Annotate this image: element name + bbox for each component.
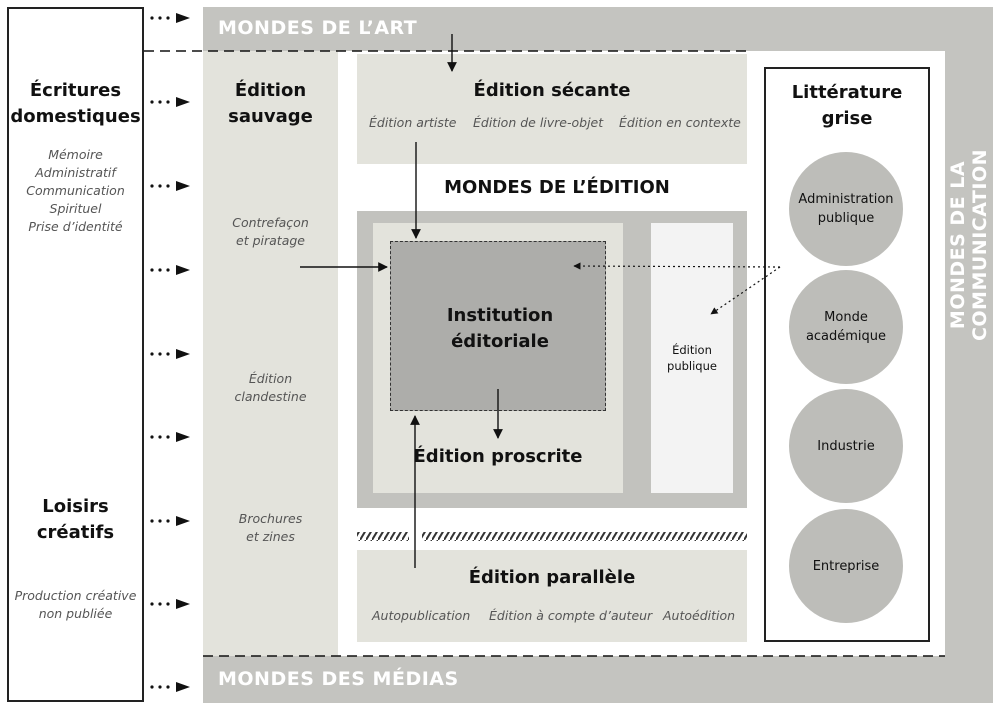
publique-label: Édition publique xyxy=(667,343,717,373)
grise-title-text: Littérature grise xyxy=(791,82,903,129)
dotted-arrow-9 xyxy=(150,682,190,692)
sauvage-title: Édition sauvage xyxy=(213,78,328,130)
parallele-item-autoedition: Autoédition xyxy=(663,608,736,623)
parallele-title: Édition parallèle xyxy=(468,567,636,588)
publique-panel xyxy=(651,223,733,493)
domestic-item: Communication xyxy=(26,183,125,198)
art-band-label: MONDES DE L’ART xyxy=(218,17,418,39)
medias-band-label: MONDES DES MÉDIAS xyxy=(218,668,459,690)
hatched-barrier-left xyxy=(357,532,409,541)
sauvage-item-line: Brochures xyxy=(238,511,303,526)
art-band xyxy=(203,7,993,51)
institution-box xyxy=(390,241,606,411)
sauvage-item-clandestine: Édition clandestine xyxy=(203,370,338,406)
secante-item-artiste: Édition artiste xyxy=(369,115,457,130)
loisirs-title: Loisirs créatifs xyxy=(7,494,144,546)
dotted-arrow-3 xyxy=(150,181,190,191)
sauvage-item-line: et piratage xyxy=(236,233,305,248)
grise-circle-label: Administration publique xyxy=(798,192,894,226)
loisirs-item: Production créative xyxy=(14,588,137,603)
dotted-arrow-7 xyxy=(150,516,190,526)
parallele-item-autopublication: Autopublication xyxy=(372,608,471,623)
domestic-item: Mémoire xyxy=(48,147,103,162)
dotted-arrow-6 xyxy=(150,432,190,442)
sauvage-panel xyxy=(203,51,338,656)
sauvage-item-line: Édition xyxy=(248,371,293,386)
domestic-items: Mémoire Administratif Communication Spir… xyxy=(7,146,144,236)
domestic-item: Spirituel xyxy=(49,201,102,216)
left-column xyxy=(7,7,144,702)
edition-world-title: MONDES DE L’ÉDITION xyxy=(444,177,670,198)
domestic-title: Écritures domestiques xyxy=(7,78,144,130)
domestic-title-text: Écritures domestiques xyxy=(10,80,141,127)
medias-band xyxy=(203,656,993,703)
loisirs-item: non publiée xyxy=(38,606,113,621)
sauvage-item-brochures: Brochures et zines xyxy=(203,510,338,546)
loisirs-items: Production créative non publiée xyxy=(7,587,144,623)
domestic-item: Prise d’identité xyxy=(28,219,123,234)
sauvage-item-line: clandestine xyxy=(234,389,307,404)
hatched-barrier-right xyxy=(422,532,747,541)
grise-circle-academique: Monde académique xyxy=(789,270,903,384)
dotted-arrow-5 xyxy=(150,349,190,359)
parallele-panel xyxy=(357,550,747,642)
arrow-grise-to-institution xyxy=(573,262,781,270)
sauvage-item-line: Contrefaçon xyxy=(232,215,309,230)
left-dotted-arrows xyxy=(150,13,190,692)
dotted-arrow-2 xyxy=(150,97,190,107)
sauvage-title-text: Édition sauvage xyxy=(228,80,313,127)
grise-circle-label: Monde académique xyxy=(805,310,887,344)
loisirs-title-text: Loisirs créatifs xyxy=(36,496,115,543)
sauvage-item-contrefacon: Contrefaçon et piratage xyxy=(203,214,338,250)
grise-circle-label: Entreprise xyxy=(812,558,880,574)
parallele-item-compte-auteur: Édition à compte d’auteur xyxy=(489,608,653,623)
dotted-arrow-8 xyxy=(150,599,190,609)
dotted-arrow-1 xyxy=(150,13,190,23)
grise-circle-industrie: Industrie xyxy=(789,389,903,503)
grise-circle-entreprise: Entreprise xyxy=(789,509,903,623)
communication-band xyxy=(945,51,993,656)
dotted-arrow-4 xyxy=(150,265,190,275)
grise-circle-label: Industrie xyxy=(817,438,875,454)
secante-item-livre-objet: Édition de livre-objet xyxy=(473,115,604,130)
arrow-grise-to-publique xyxy=(710,266,781,315)
domestic-item: Administratif xyxy=(35,165,116,180)
proscrite-label: Édition proscrite xyxy=(413,446,583,467)
secante-item-contexte: Édition en contexte xyxy=(619,115,741,130)
secante-title: Édition sécante xyxy=(473,80,631,101)
grise-title: Littérature grise xyxy=(788,80,906,132)
secante-panel xyxy=(357,54,747,164)
grise-circle-administration: Administration publique xyxy=(789,152,903,266)
institution-label: Institution éditoriale xyxy=(446,305,554,352)
sauvage-item-line: et zines xyxy=(246,529,295,544)
